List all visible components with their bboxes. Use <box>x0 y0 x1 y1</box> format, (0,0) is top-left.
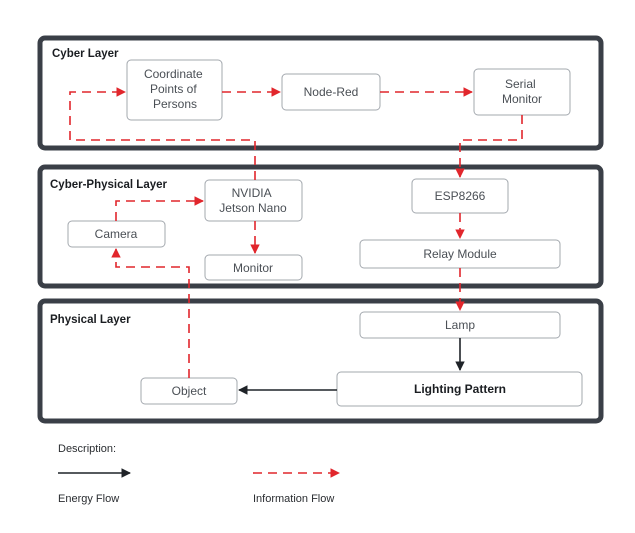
object-label: Object <box>172 384 207 398</box>
esp8266-label: ESP8266 <box>435 189 486 203</box>
legend-energy-label: Energy Flow <box>58 493 119 505</box>
monitor-label: Monitor <box>233 261 273 275</box>
lighting-pattern-label: Lighting Pattern <box>414 382 506 396</box>
legend-info-label: Information Flow <box>253 493 334 505</box>
serial-monitor-label: Serial Monitor <box>502 77 542 106</box>
cyber-physical-layer-title: Cyber-Physical Layer <box>50 179 168 191</box>
physical-layer-title: Physical Layer <box>50 314 131 326</box>
flow-nvidia-to-coordinate <box>69 87 256 180</box>
lamp-label: Lamp <box>445 318 475 332</box>
relay-module-label: Relay Module <box>423 247 497 261</box>
legend-title: Description: <box>58 443 116 455</box>
nvidia-jetson-node <box>204 179 303 222</box>
flow-serial-monitor-to-esp8266 <box>455 115 523 178</box>
lighting-pattern-node <box>336 371 583 407</box>
node-red-label: Node-Red <box>304 85 359 99</box>
camera-label: Camera <box>95 227 138 241</box>
coordinate-node-label: Coordinate Points of Persons <box>144 67 206 111</box>
monitor-node <box>204 254 303 281</box>
flow-camera-to-nvidia <box>115 196 204 221</box>
nvidia-jetson-label: NVIDIA Jetson Nano <box>219 186 287 215</box>
coordinate-node <box>126 59 223 121</box>
cyber-layer-title: Cyber Layer <box>52 48 119 60</box>
